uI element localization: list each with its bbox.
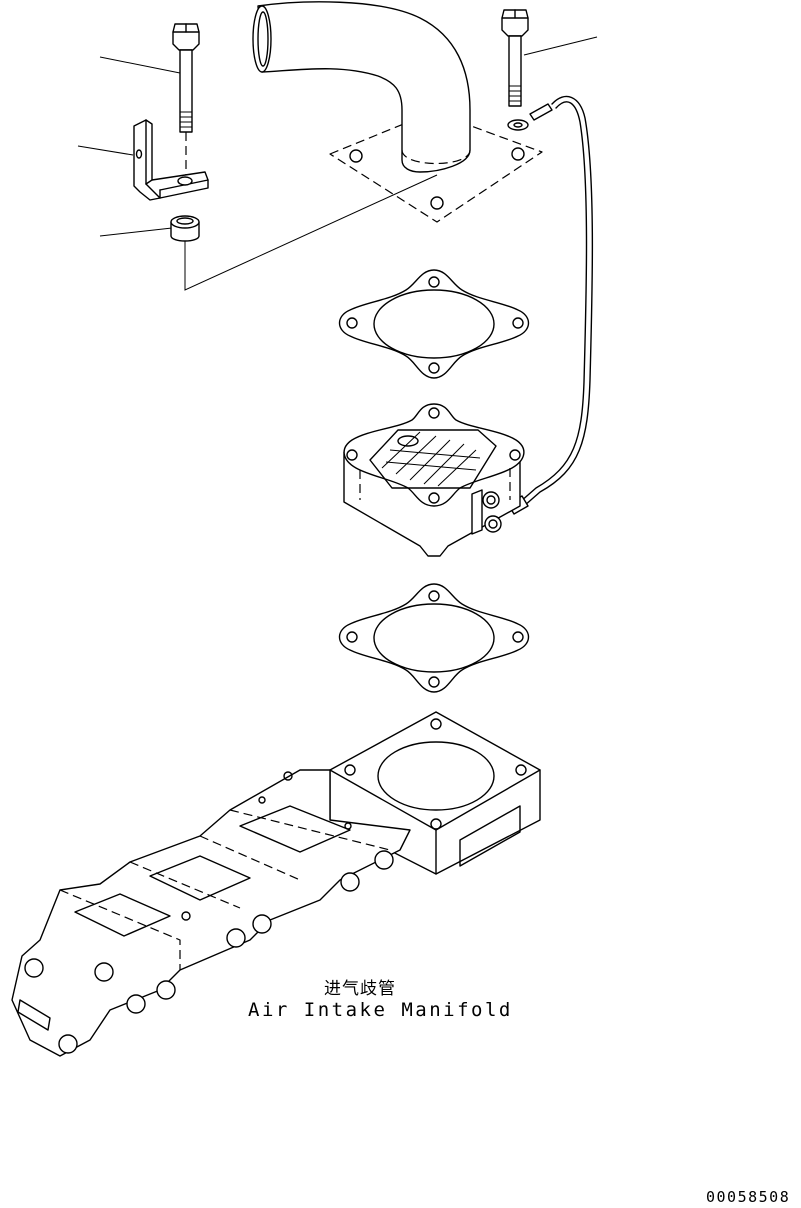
part-name-chinese: 进气歧管 (324, 979, 396, 999)
part-name-english: Air Intake Manifold (248, 999, 513, 1021)
elbow-pipe-icon (252, 1, 543, 223)
intake-heater-icon (343, 403, 525, 557)
spacer-collar-icon (170, 215, 200, 242)
mounting-bracket-icon (133, 119, 209, 201)
upper-gasket-icon (338, 269, 530, 379)
intake-manifold-icon (11, 711, 541, 1057)
leader-lines (77, 36, 598, 291)
washer-icon (507, 119, 529, 131)
lower-gasket-icon (338, 583, 530, 693)
left-bolt-icon (172, 23, 200, 178)
drawing-number: 00058508 (706, 1188, 791, 1206)
right-bolt-icon (501, 9, 529, 107)
